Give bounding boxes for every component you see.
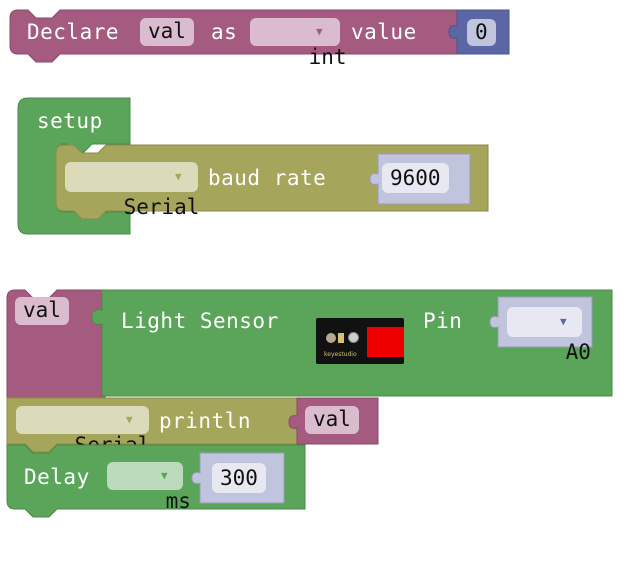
- serial-println-block[interactable]: Serial ▼ println: [6, 397, 298, 457]
- println-label: println: [159, 409, 252, 433]
- println-variable-name[interactable]: val: [305, 406, 359, 434]
- pin-label: Pin: [423, 309, 463, 333]
- pin-dropdown[interactable]: A0 ▼: [507, 307, 591, 364]
- assign-variable-name[interactable]: val: [15, 297, 69, 325]
- serial-baud-block[interactable]: Serial ▼ baud rate 9600: [55, 144, 489, 220]
- as-label: as: [211, 20, 238, 44]
- serial-port-value: Serial: [123, 195, 200, 219]
- dropdown-arrow-icon: ▼: [560, 315, 567, 328]
- light-sensor-label: Light Sensor: [121, 309, 279, 333]
- setup-block-shape: [17, 97, 131, 235]
- println-variable-block[interactable]: val: [288, 397, 379, 445]
- baud-rate-label: baud rate: [208, 166, 327, 190]
- variable-name-field[interactable]: val: [140, 18, 194, 46]
- delay-label: Delay: [24, 465, 90, 489]
- type-value: int: [308, 45, 347, 69]
- initial-value-field[interactable]: 0: [467, 19, 496, 46]
- baud-rate-field[interactable]: 9600: [382, 163, 449, 193]
- dropdown-arrow-icon: ▼: [316, 25, 323, 38]
- delay-unit-dropdown[interactable]: ms ▼: [107, 462, 191, 513]
- delay-value-field[interactable]: 300: [212, 463, 266, 493]
- delay-unit-value: ms: [165, 489, 191, 513]
- light-sensor-image: keyestudio: [316, 318, 404, 364]
- serial-port-dropdown[interactable]: Serial ▼: [65, 162, 199, 219]
- delay-block[interactable]: Delay ms ▼ 300: [6, 444, 306, 518]
- dropdown-arrow-icon: ▼: [175, 170, 182, 183]
- declare-label: Declare: [27, 20, 120, 44]
- dropdown-arrow-icon: ▼: [126, 413, 133, 426]
- pin-value: A0: [565, 340, 591, 364]
- sensor-resistor-icon: [338, 333, 344, 343]
- println-port-dropdown[interactable]: Serial ▼: [16, 406, 150, 457]
- declare-block[interactable]: Declare val as int ▼ value: [9, 9, 459, 69]
- value-label: value: [351, 20, 417, 44]
- assign-variable-block[interactable]: val: [6, 289, 106, 401]
- sensor-led-icon: [348, 332, 359, 343]
- type-dropdown[interactable]: int ▼: [250, 18, 347, 69]
- sensor-photoresistor-icon: [326, 333, 336, 343]
- number-block[interactable]: 0: [448, 9, 510, 55]
- setup-block[interactable]: setup: [17, 97, 131, 235]
- setup-label: setup: [37, 109, 103, 133]
- dropdown-arrow-icon: ▼: [161, 469, 168, 482]
- light-sensor-block[interactable]: Light Sensor keyestudio Pin A0 ▼: [91, 289, 613, 397]
- sensor-brand-caption: keyestudio: [324, 351, 357, 358]
- sensor-red-board: [367, 327, 404, 357]
